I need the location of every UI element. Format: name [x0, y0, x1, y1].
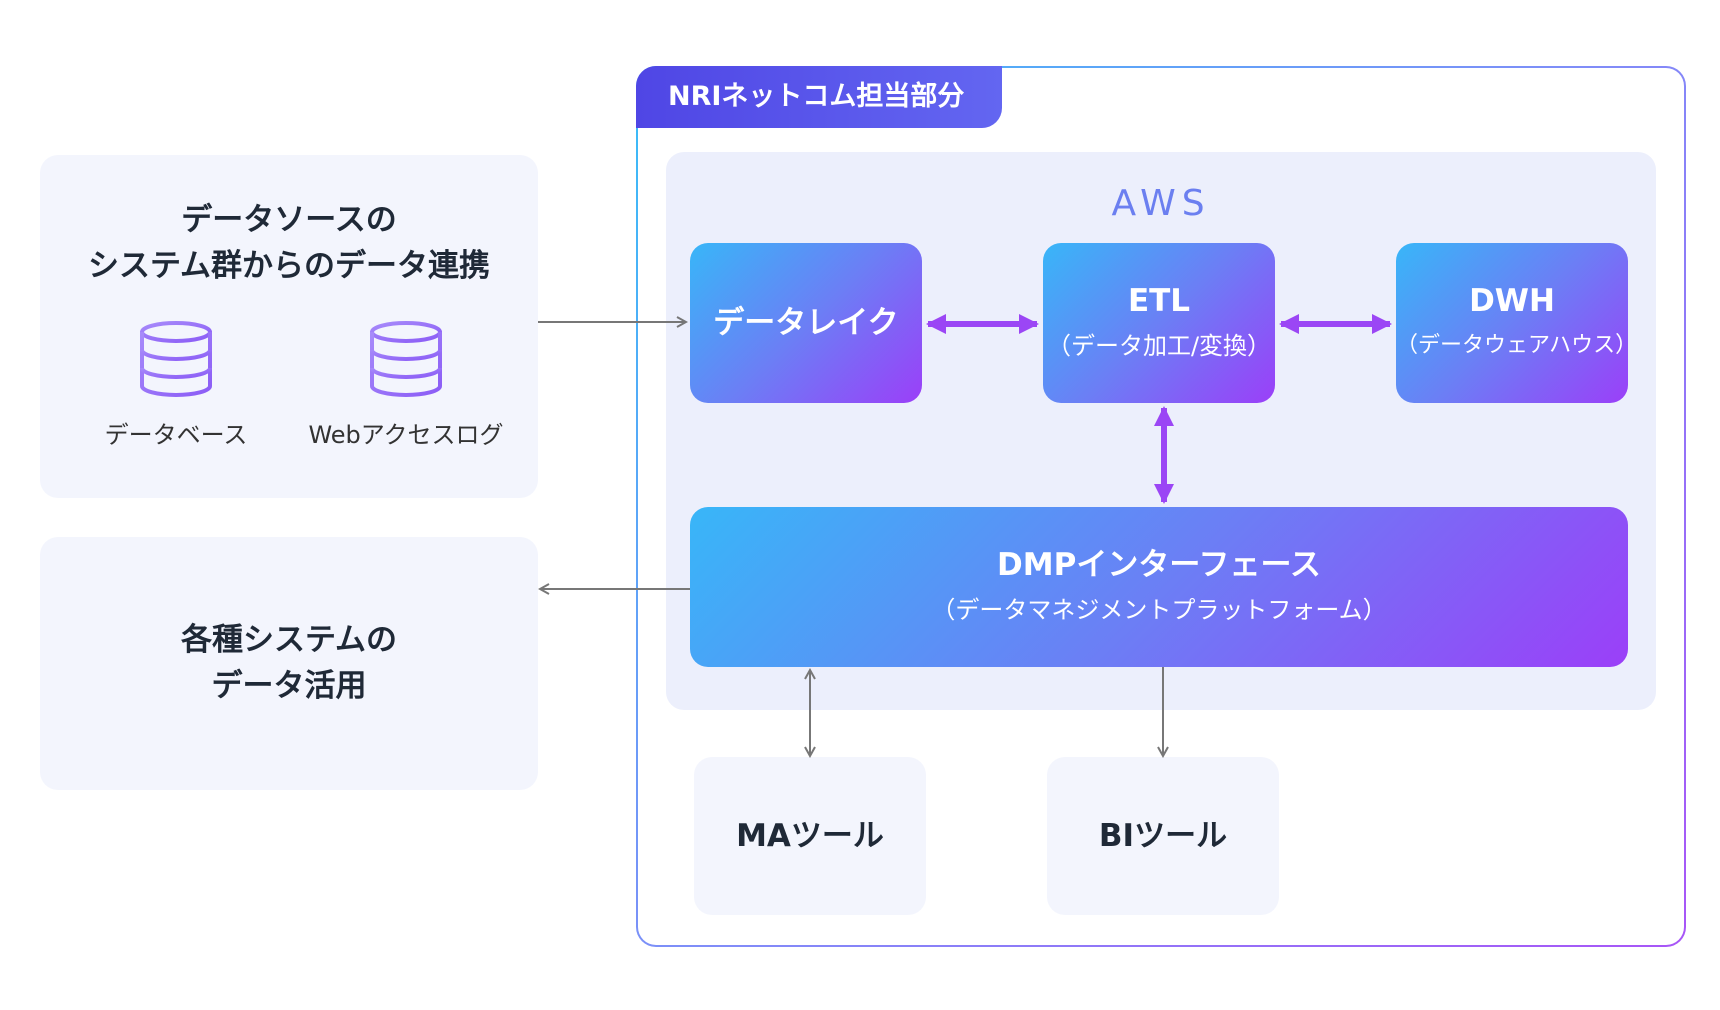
data-lake-box: データレイク	[690, 243, 922, 403]
dmp-sublabel: （データマネジメントプラットフォーム）	[931, 596, 1387, 624]
ma-tool-box: MAツール	[694, 757, 926, 915]
data-usage-panel: 各種システムの データ活用	[40, 537, 538, 790]
nri-tab-label: NRIネットコム担当部分	[636, 66, 1002, 128]
dwh-label: DWH	[1469, 283, 1555, 319]
dwh-box: DWH （データウェアハウス）	[1396, 243, 1638, 403]
etl-box: ETL （データ加工/変換）	[1043, 243, 1275, 403]
database-icon	[370, 321, 442, 397]
data-source-panel: データソースの システム群からのデータ連携 データベース Webアクセスログ	[40, 155, 538, 498]
etl-label: ETL	[1127, 283, 1191, 319]
source-panel-title-line1: データソースの	[181, 202, 397, 238]
dmp-label: DMPインターフェース	[997, 547, 1321, 583]
web-access-log-label: Webアクセスログ	[308, 421, 504, 449]
database-icon	[140, 321, 212, 397]
dwh-sublabel: （データウェアハウス）	[1396, 333, 1638, 358]
database-label: データベース	[104, 421, 248, 449]
dmp-interface-box: DMPインターフェース （データマネジメントプラットフォーム）	[690, 507, 1628, 667]
bi-tool-box: BIツール	[1047, 757, 1279, 915]
usage-panel-title-line2: データ活用	[211, 668, 367, 704]
usage-panel-title-line1: 各種システムの	[180, 622, 398, 658]
data-lake-label: データレイク	[713, 305, 899, 341]
etl-sublabel: （データ加工/変換）	[1046, 332, 1272, 360]
aws-label: AWS	[1111, 183, 1211, 224]
source-panel-title-line2: システム群からのデータ連携	[87, 248, 491, 284]
